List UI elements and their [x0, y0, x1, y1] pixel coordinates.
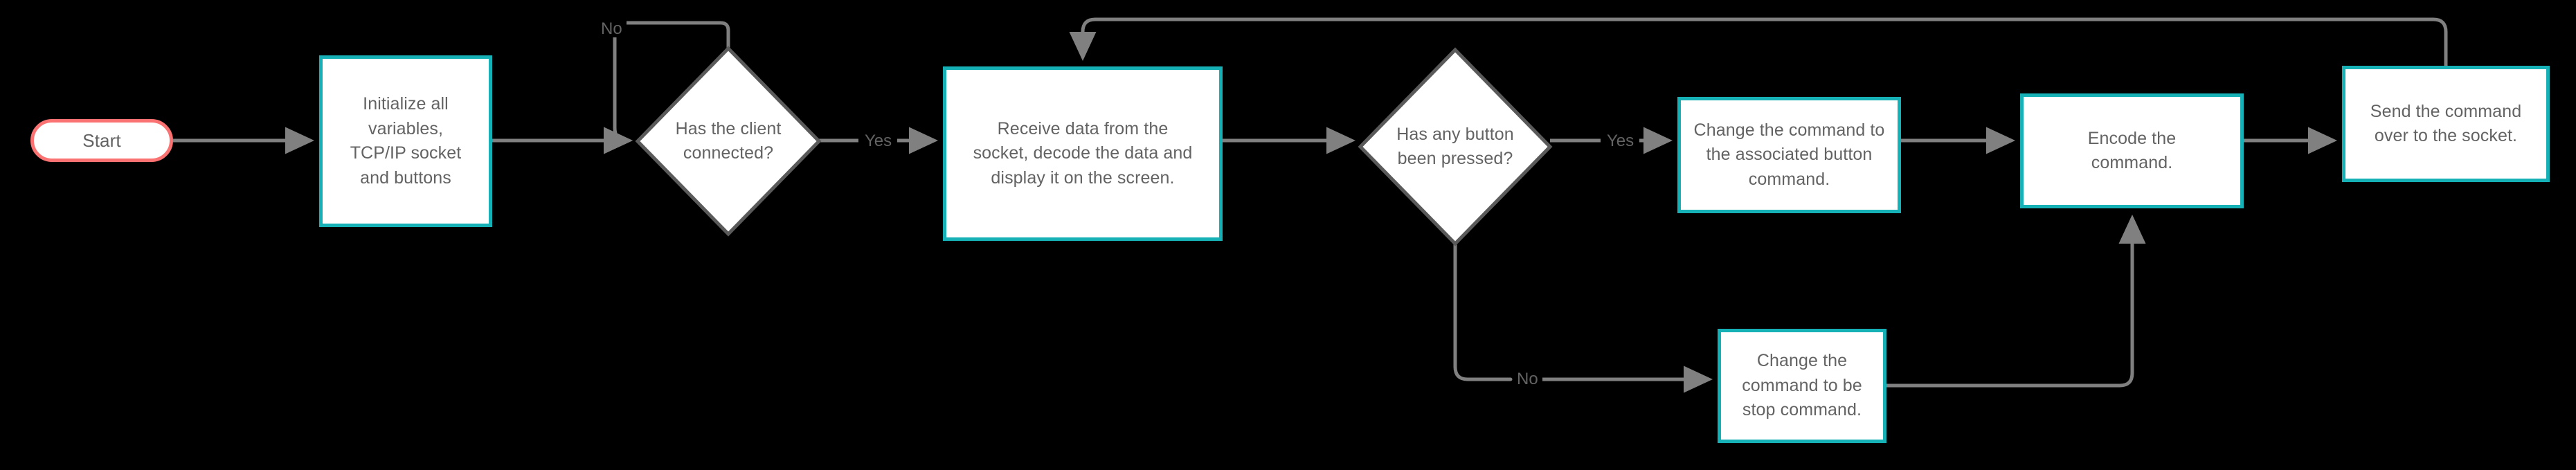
edge-client-decision-no-return — [604, 21, 633, 154]
node-initialize[interactable]: Initialize all variables, TCP/IP socket … — [319, 55, 492, 227]
node-change-command-stop-label: Change the command to be stop command. — [1742, 351, 1862, 420]
node-receive-data[interactable]: Receive data from the socket, decode the… — [943, 66, 1223, 241]
node-start-label: Start — [82, 129, 121, 151]
node-send-command-label: Send the command over to the socket. — [2370, 101, 2522, 146]
node-has-client-connected[interactable]: Has the client connected? — [638, 48, 819, 234]
node-has-button-pressed-label: Has any button been pressed? — [1396, 124, 1514, 169]
node-start[interactable]: Start — [30, 119, 173, 162]
edge-label-no-client-connected: No — [597, 21, 627, 37]
edge-stop-to-encode — [1884, 214, 2146, 388]
node-change-command-stop[interactable]: Change the command to be stop command. — [1718, 329, 1886, 443]
edge-button-decision-no — [1453, 242, 1513, 381]
edge-label-yes-client-connected: Yes — [861, 133, 897, 150]
node-change-command-associated[interactable]: Change the command to the associated but… — [1677, 97, 1901, 213]
edge-send-to-receive — [1069, 17, 2448, 68]
node-encode-command-label: Encode the command. — [2087, 128, 2177, 173]
node-has-client-connected-label: Has the client connected? — [675, 118, 782, 163]
edge-label-no-button-pressed: No — [1513, 371, 1542, 388]
node-initialize-label: Initialize all variables, TCP/IP socket … — [350, 94, 462, 188]
edge-label-yes-button-pressed: Yes — [1603, 133, 1639, 150]
node-send-command[interactable]: Send the command over to the socket. — [2342, 66, 2550, 182]
node-has-button-pressed[interactable]: Has any button been pressed? — [1360, 50, 1550, 244]
node-receive-data-label: Receive data from the socket, decode the… — [973, 118, 1193, 188]
edge-client-decision-no-loop — [622, 21, 730, 51]
node-encode-command[interactable]: Encode the command. — [2020, 93, 2244, 208]
node-change-command-associated-label: Change the command to the associated but… — [1693, 120, 1885, 189]
